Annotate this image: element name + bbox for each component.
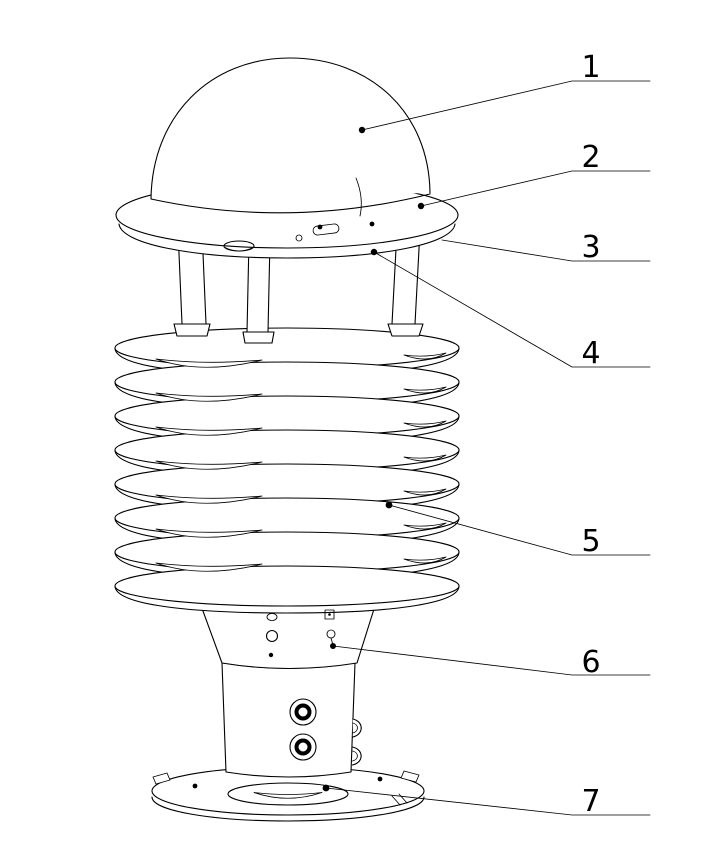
post-center-foot <box>242 331 275 344</box>
callout-label-4: 4 <box>581 336 600 371</box>
callout-line-7 <box>325 787 651 816</box>
callout-label-3: 3 <box>581 230 600 265</box>
indicator-button <box>265 629 279 643</box>
callout-line-6 <box>332 645 651 676</box>
callout-label-2: 2 <box>581 140 600 175</box>
callout-point-5 <box>385 501 393 509</box>
side-port-lower-inner <box>352 750 358 762</box>
callouts: 1 2 3 4 5 6 7 <box>322 50 651 819</box>
callout-point-4 <box>370 248 378 256</box>
louver-gap-shadow <box>155 392 263 402</box>
connector-lower <box>289 733 317 761</box>
indicator-led <box>268 652 274 658</box>
dome-base-seam <box>150 193 431 214</box>
connector-upper-ring <box>294 703 312 721</box>
callout-line-4 <box>373 251 651 368</box>
callout-point-7 <box>322 784 330 792</box>
callout-label-1: 1 <box>581 50 600 85</box>
callout-line-1 <box>361 80 651 131</box>
callout-label-7: 7 <box>581 784 600 819</box>
louver-gap-shadow <box>155 358 263 368</box>
sensor-window <box>324 609 335 620</box>
lower-cylinder <box>221 662 362 778</box>
callout-point-2 <box>417 202 425 210</box>
vent-hole <box>266 613 278 621</box>
callout-label-6: 6 <box>581 645 600 680</box>
flange-inner-ring <box>227 782 349 806</box>
dome-shell <box>150 57 431 200</box>
flange-tab-left <box>152 772 171 785</box>
sensor-window-dot <box>328 613 331 616</box>
louver-gap-shadow <box>155 460 263 470</box>
flange-screw-right <box>377 776 383 782</box>
dome-panel-seam <box>355 177 362 217</box>
sensor-dot-b <box>369 221 375 227</box>
sensor-port <box>295 234 303 242</box>
post-right-foot <box>387 323 424 337</box>
sensor-oval-rim <box>223 246 255 252</box>
side-port-lower <box>351 746 362 766</box>
louver-gap-shadow <box>403 522 447 530</box>
flange-slot <box>253 792 323 799</box>
louver-gap-shadow <box>155 528 263 538</box>
callout-label-5: 5 <box>581 524 600 559</box>
flange-tab-right <box>400 770 420 783</box>
flange-hatch <box>391 793 408 806</box>
callout-point-1 <box>358 126 366 134</box>
louver-gap-shadow <box>403 420 447 428</box>
louver-plate <box>114 565 460 614</box>
cap-brim <box>115 181 459 259</box>
radiation-shield-louvers <box>114 327 460 614</box>
louver-gap-shadow <box>403 352 447 360</box>
louver-gap-shadow <box>155 494 263 504</box>
louver-gap-shadow <box>403 556 447 564</box>
post-left-foot <box>173 323 211 337</box>
louver-gap-shadow <box>155 562 263 572</box>
flange-screw-left <box>192 783 198 789</box>
cylinder-body <box>221 662 356 778</box>
callout-line-3 <box>441 239 651 262</box>
callout-line-5 <box>388 504 651 556</box>
connector-upper <box>289 698 317 726</box>
side-port-upper-inner <box>352 722 358 734</box>
dome <box>150 57 431 217</box>
louver-gap-shadows <box>155 352 447 572</box>
under-cap-sensors <box>223 221 375 252</box>
louver-gap-shadow <box>403 454 447 462</box>
sensor-dot-a <box>317 224 323 230</box>
callout-point-6 <box>330 643 336 649</box>
louver-gap-shadow <box>155 426 263 436</box>
connector-lower-ring <box>294 738 312 756</box>
side-port-upper <box>352 718 362 738</box>
louver-gap-shadow <box>403 488 447 496</box>
callout-line-2 <box>420 170 651 207</box>
housing-indicators <box>265 609 336 658</box>
louver-gap-shadow <box>403 386 447 394</box>
base-flange-details <box>192 776 408 806</box>
sensor-capsule <box>312 223 340 236</box>
